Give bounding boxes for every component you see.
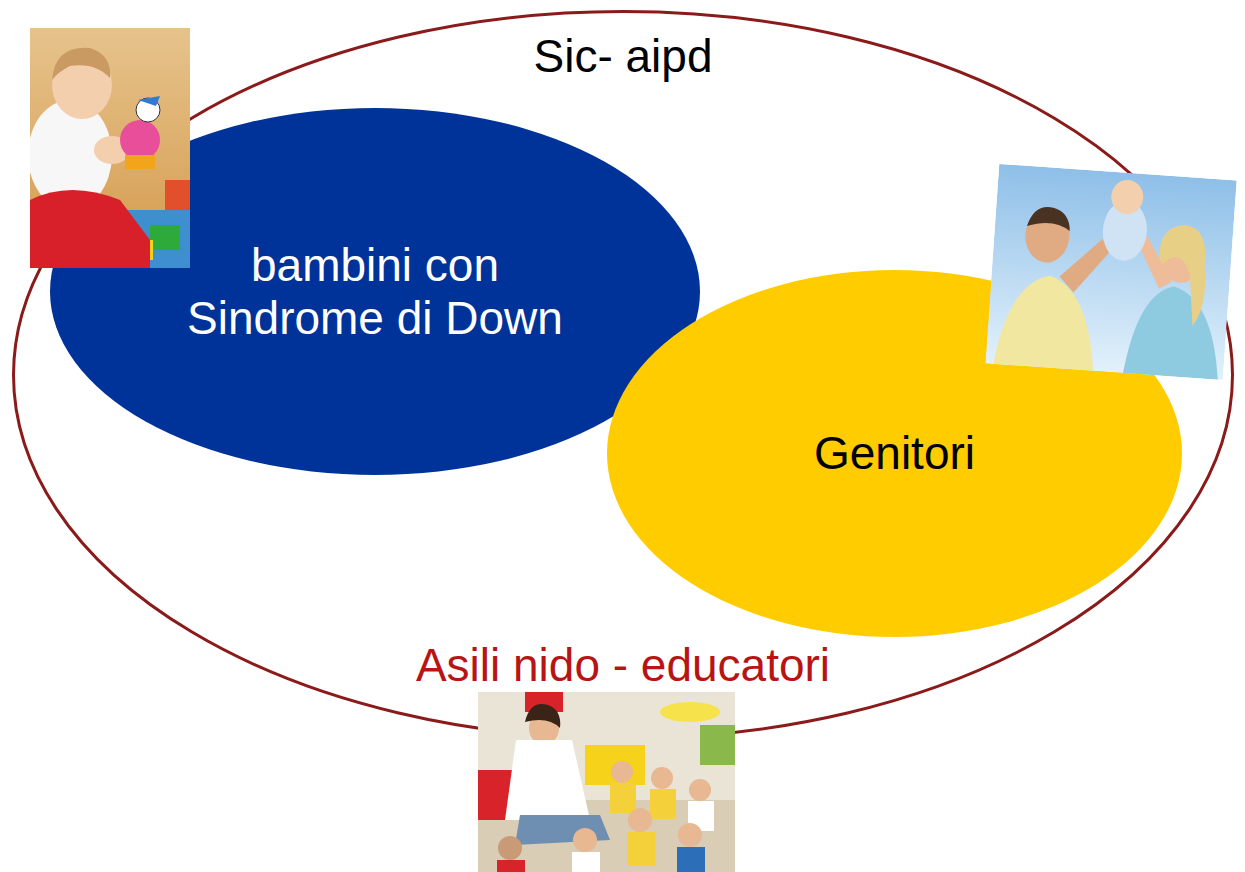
ellipse-label: bambini con Sindrome di Down (165, 239, 585, 345)
region-footer-label: Asili nido - educatori (410, 639, 836, 692)
baby-photo (30, 28, 190, 268)
ellipse-shape (50, 108, 700, 475)
classroom-photo (478, 685, 735, 872)
ellipse-shape (14, 12, 1233, 739)
ellipse-label: Genitori (814, 427, 975, 480)
ellipse-shape (607, 270, 1182, 637)
outer-ellipse-region: Sic- aipdAsili nido - educatori bambini c… (12, 10, 1234, 740)
region-title: Sic- aipd (534, 30, 713, 83)
parents-photo (985, 164, 1236, 380)
